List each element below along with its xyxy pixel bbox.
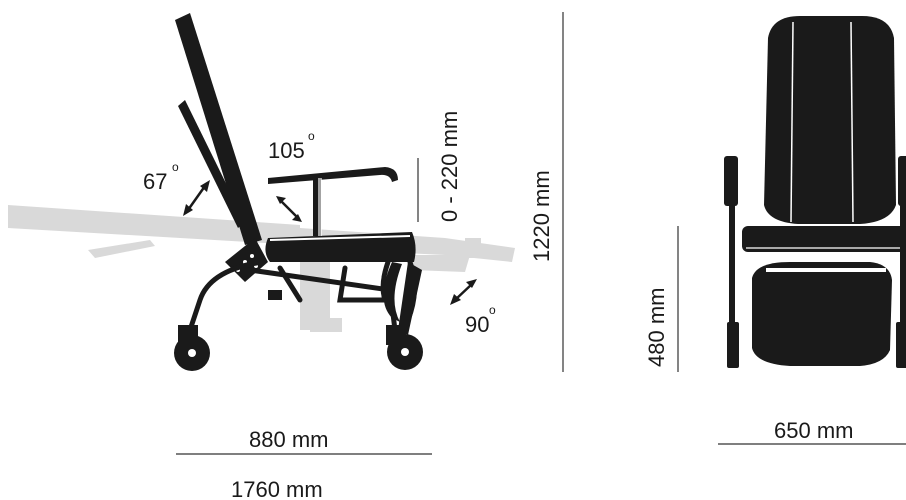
degree-mark-backrest: o	[172, 160, 179, 174]
front-armrest-left	[724, 156, 739, 368]
backrest	[175, 13, 262, 245]
front-armrest-right	[896, 156, 906, 368]
degree-mark-legrest: o	[489, 303, 496, 317]
front-seat	[742, 226, 906, 252]
front-view: 480 mm 650 mm	[644, 16, 906, 445]
degree-mark-armrest: o	[308, 129, 315, 143]
reclined-length-label: 1760 mm	[231, 477, 323, 500]
side-view: 67 o 105 o 90 o 0 - 220 mm 1220 mm 880 m…	[8, 12, 564, 500]
angle-label-armrest: 105	[268, 138, 305, 163]
legrest	[383, 262, 422, 335]
angle-label-backrest: 67	[143, 169, 167, 194]
front-legrest	[752, 262, 892, 366]
armrest	[268, 167, 398, 236]
seat-highlight	[269, 235, 411, 241]
front-caster	[174, 325, 210, 371]
depth-label: 880 mm	[249, 427, 328, 452]
front-backrest	[764, 16, 896, 224]
seat-height-label: 480 mm	[644, 288, 669, 367]
backrest-seam-left	[790, 21, 794, 223]
total-height-label: 1220 mm	[529, 170, 554, 262]
reclined-position-ghost	[8, 205, 515, 332]
width-label: 650 mm	[774, 418, 853, 443]
backrest-seam-right	[850, 21, 854, 223]
height-adjust-label: 0 - 220 mm	[437, 111, 462, 222]
angle-arrow-armrest	[276, 196, 302, 222]
angle-arrow-legrest	[450, 279, 477, 305]
angle-label-legrest: 90	[465, 312, 489, 337]
front-legrest-gap	[766, 268, 886, 272]
angle-arrow-backrest	[183, 180, 210, 216]
rear-caster	[386, 325, 423, 370]
